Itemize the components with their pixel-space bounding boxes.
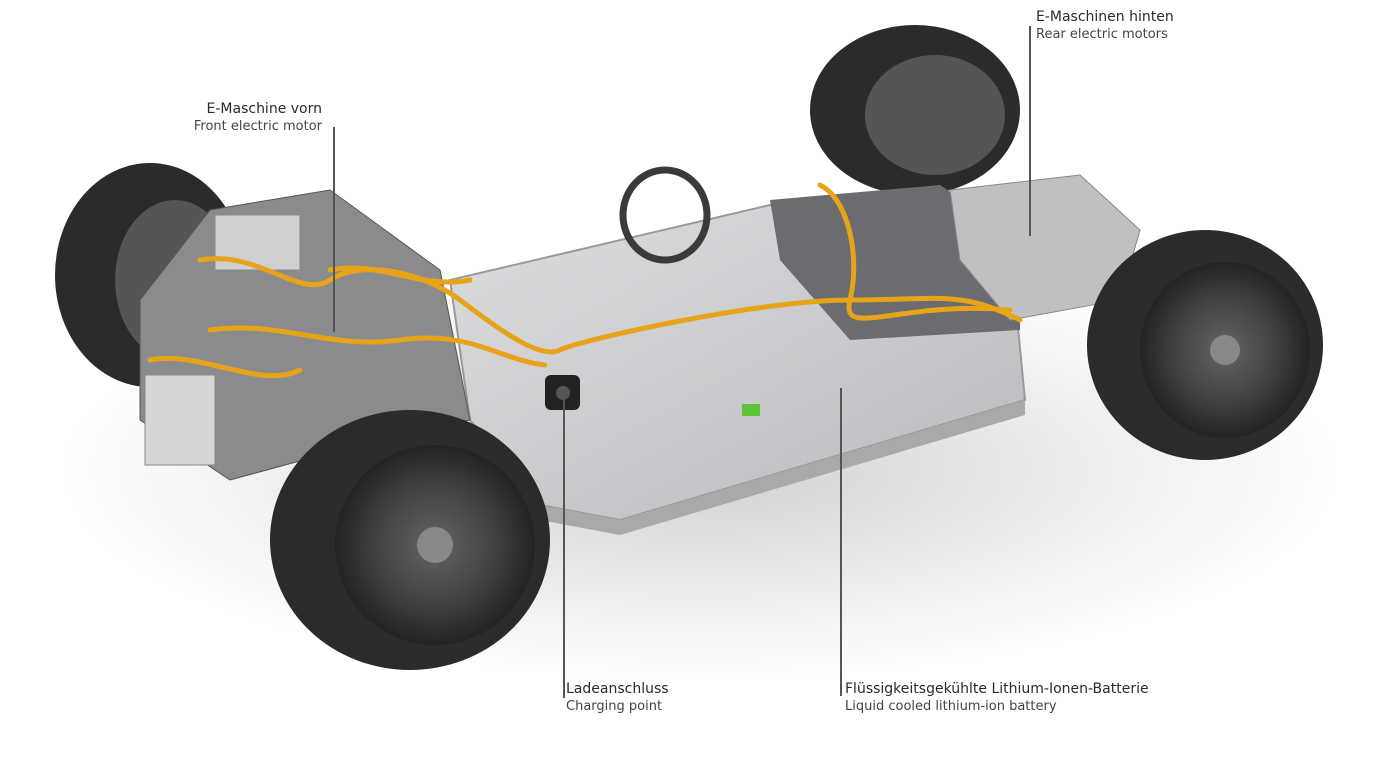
- battery-edge: [540, 400, 1025, 535]
- battery-label-en: Liquid cooled lithium-ion battery: [845, 698, 1057, 714]
- charging-label-en: Charging point: [566, 698, 663, 714]
- charging-label: Ladeanschluss Charging point: [566, 681, 669, 715]
- front-motor-label-en: Front electric motor: [193, 118, 322, 134]
- charging-label-de: Ladeanschluss: [566, 681, 669, 697]
- charging-leader-line: [563, 398, 565, 698]
- front-box: [144, 374, 216, 466]
- front-motor-label-de: E-Maschine vorn: [206, 101, 322, 117]
- rear-left-wheel: [810, 25, 1020, 195]
- hv-cables: [147, 182, 1023, 379]
- rear-right-wheel: [1087, 230, 1323, 460]
- front-motor-leader-line: [333, 127, 335, 332]
- rear-motors-leader-line: [1029, 26, 1031, 236]
- rear-motors-label-en: Rear electric motors: [1036, 26, 1168, 42]
- front-right-wheel: [270, 410, 550, 670]
- steering-wheel: [619, 166, 711, 264]
- rear-motors-label: E-Maschinen hinten Rear electric motors: [1036, 9, 1174, 43]
- front-motor-label: E-Maschine vorn Front electric motor: [194, 101, 322, 135]
- battery-leader-line: [840, 388, 842, 696]
- battery-label-sticker: [742, 404, 760, 416]
- rear-motors-label-de: E-Maschinen hinten: [1036, 9, 1174, 25]
- battery-label-de: Flüssigkeitsgekühlte Lithium-Ionen-Batte…: [845, 681, 1149, 697]
- battery-label: Flüssigkeitsgekühlte Lithium-Ionen-Batte…: [845, 681, 1149, 715]
